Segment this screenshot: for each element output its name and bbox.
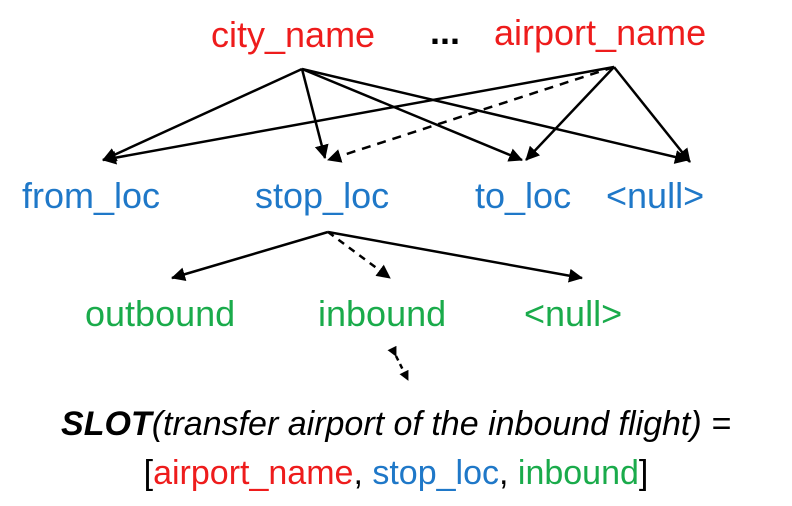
- node-slot-null: <null>: [606, 175, 705, 216]
- slot-definition: SLOT(transfer airport of the inbound fli…: [0, 407, 792, 441]
- edge-airport-to: [525, 66, 615, 161]
- node-stop-loc: stop_loc: [255, 175, 390, 216]
- node-from-loc: from_loc: [22, 175, 161, 216]
- path-stop-loc: stop_loc: [372, 454, 499, 492]
- node-inbound: inbound: [318, 293, 447, 334]
- edge-city-to: [301, 67, 523, 162]
- edge-inbound-slot-double: [387, 345, 410, 381]
- edge-stop-inbound-dashed: [327, 230, 391, 280]
- node-direction-null: <null>: [524, 293, 623, 334]
- edge-airport-null: [613, 66, 691, 163]
- node-outbound: outbound: [85, 293, 236, 334]
- bracket-open: [: [143, 454, 154, 492]
- slot-description: (transfer airport of the inbound flight)…: [151, 405, 731, 443]
- path-airport-name: airport_name: [153, 454, 354, 492]
- edge-city-null: [301, 67, 689, 164]
- node-airport-name: airport_name: [494, 12, 707, 53]
- edge-airport-from: [102, 65, 615, 165]
- edge-stop-outbound: [171, 230, 329, 282]
- node-ellipsis: ...: [430, 11, 461, 52]
- edge-stop-null: [327, 230, 583, 283]
- edge-airport-stop-dashed: [327, 65, 615, 163]
- path-sep-1: ,: [353, 454, 373, 492]
- bracket-close: ]: [638, 454, 649, 492]
- slot-keyword: SLOT: [61, 405, 152, 443]
- node-city-name: city_name: [211, 14, 376, 55]
- path-sep-2: ,: [498, 454, 518, 492]
- edge-city-from: [102, 67, 303, 162]
- edge-city-stop: [300, 68, 329, 159]
- node-to-loc: to_loc: [475, 175, 572, 216]
- slot-path: [airport_name, stop_loc, inbound]: [0, 456, 792, 490]
- path-inbound: inbound: [517, 454, 639, 492]
